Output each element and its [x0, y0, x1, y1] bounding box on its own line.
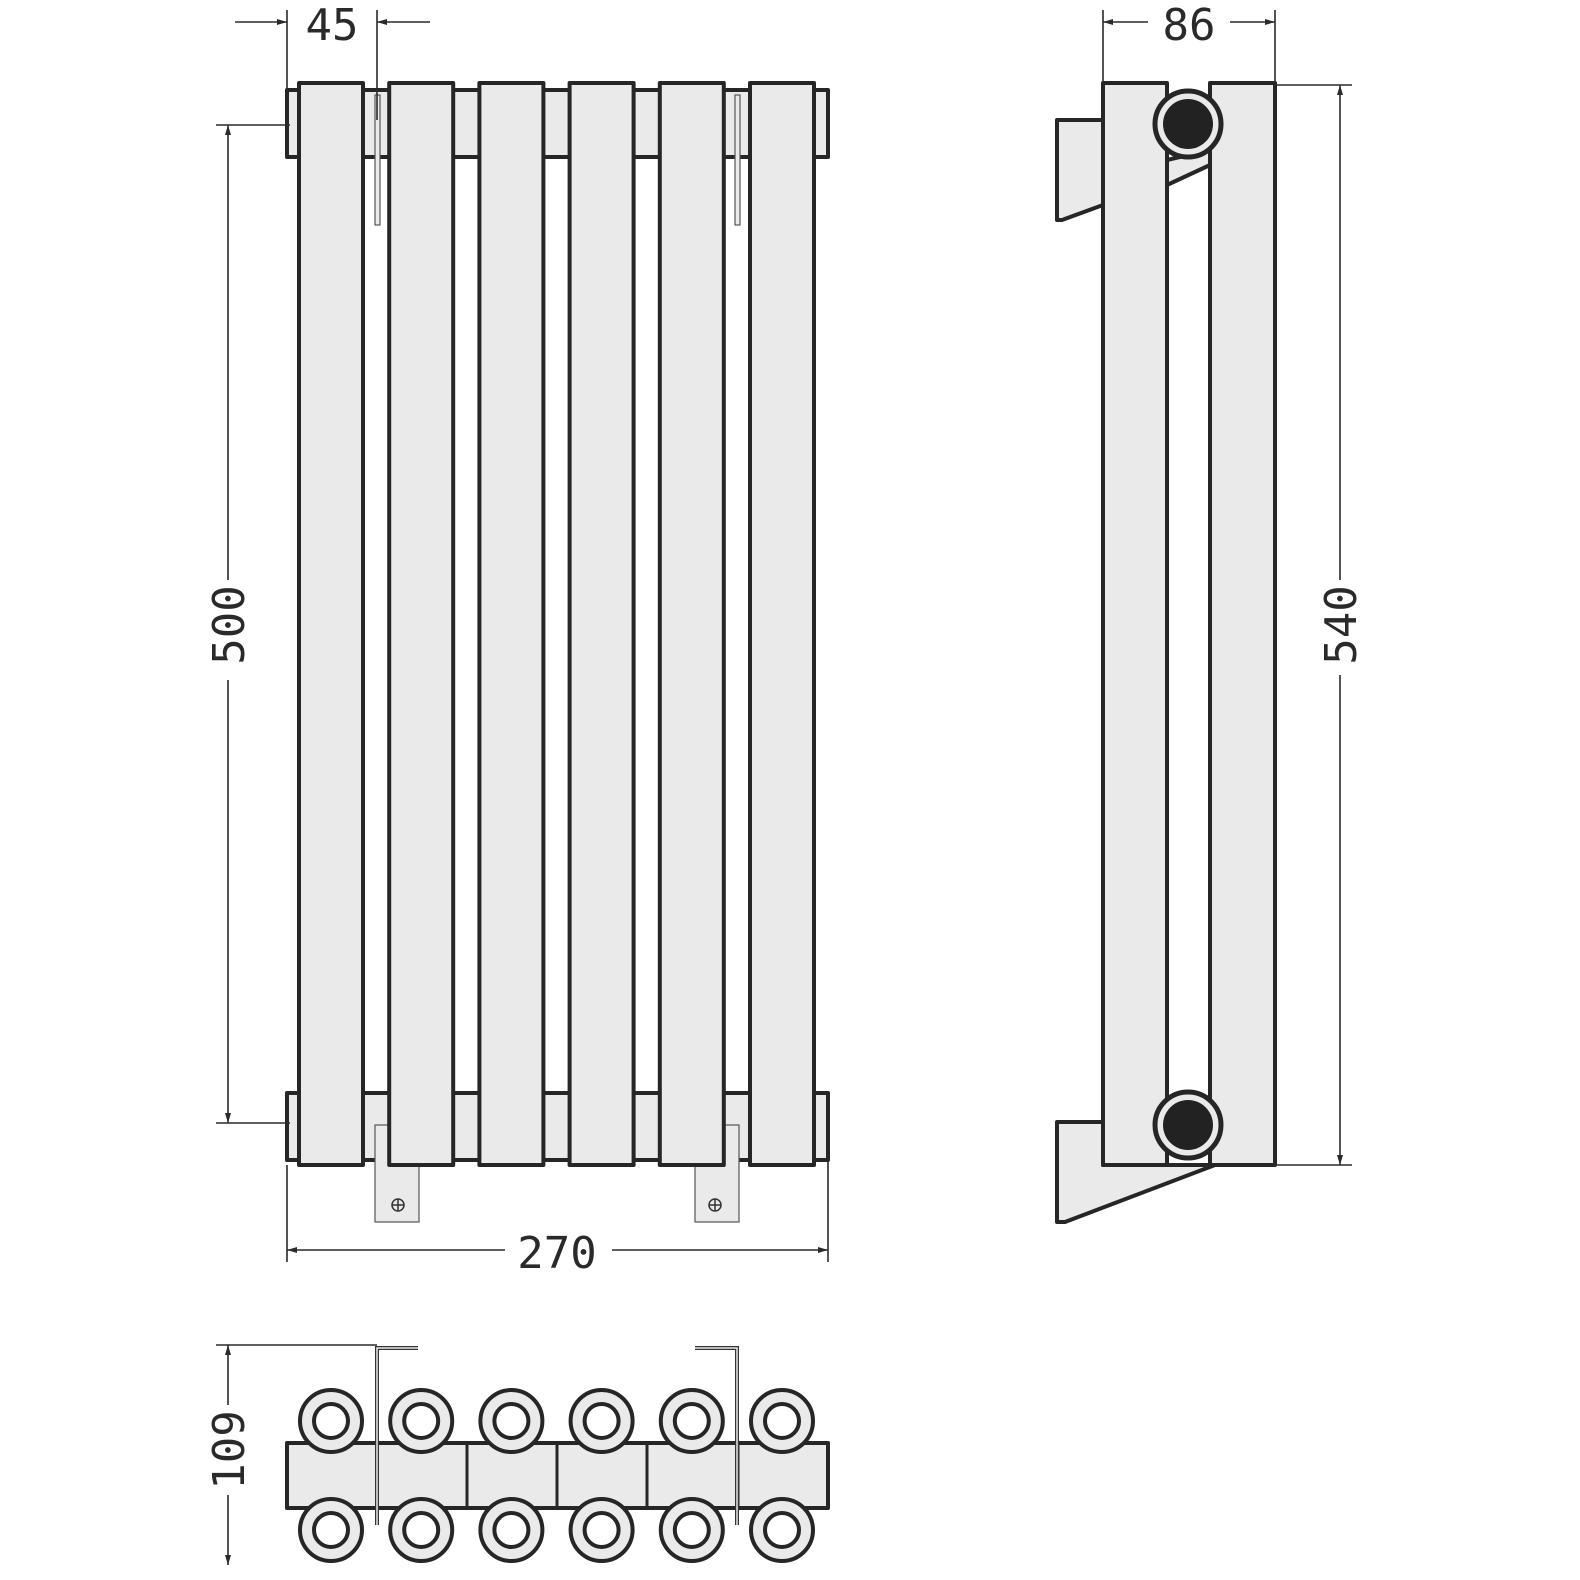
side-tube-front: [1208, 81, 1277, 1167]
tube-section-ring: [658, 1388, 725, 1454]
tube-section-ring: [658, 1497, 725, 1563]
top-header-pipe: [285, 88, 830, 159]
tube-section-ring: [478, 1497, 545, 1563]
tube-section-ring: [388, 1388, 455, 1454]
radiator-tube: [657, 81, 726, 1167]
side-view: 86 540: [1055, 0, 1367, 1224]
tube-section-ring: [298, 1388, 364, 1454]
radiator-tube: [567, 81, 636, 1167]
radiator-tube: [297, 81, 365, 1167]
top-view: 109: [204, 1344, 830, 1565]
header-pipe-section: [1152, 1089, 1224, 1161]
dim-pipe-centres: 500: [204, 585, 255, 664]
dim-depth: 86: [1163, 0, 1216, 51]
dim-width: 270: [517, 1228, 596, 1279]
dim-height: 540: [1316, 585, 1367, 664]
bottom-header-pipe: [285, 1091, 830, 1162]
radiator-tube: [387, 81, 456, 1167]
tube-section-ring: [568, 1497, 635, 1563]
dim-tube-spacing: 45: [306, 0, 359, 51]
header-pipe-section: [1152, 88, 1224, 160]
tube-section-ring: [568, 1388, 635, 1454]
tube-section-ring: [298, 1497, 364, 1563]
side-tube-rear: [1101, 81, 1169, 1167]
screw-icon: [708, 1198, 722, 1212]
dim-wall-projection: 109: [204, 1410, 255, 1489]
tube-section-ring: [749, 1497, 815, 1563]
radiator-tube: [477, 81, 546, 1167]
tube-section-ring: [388, 1497, 455, 1563]
front-view: 45 500 270: [204, 0, 830, 1279]
tube-section-ring: [749, 1388, 815, 1454]
tube-section-ring: [478, 1388, 545, 1454]
top-wall-bracket: [1055, 118, 1105, 222]
radiator-tube: [748, 81, 816, 1167]
screw-icon: [391, 1198, 405, 1212]
